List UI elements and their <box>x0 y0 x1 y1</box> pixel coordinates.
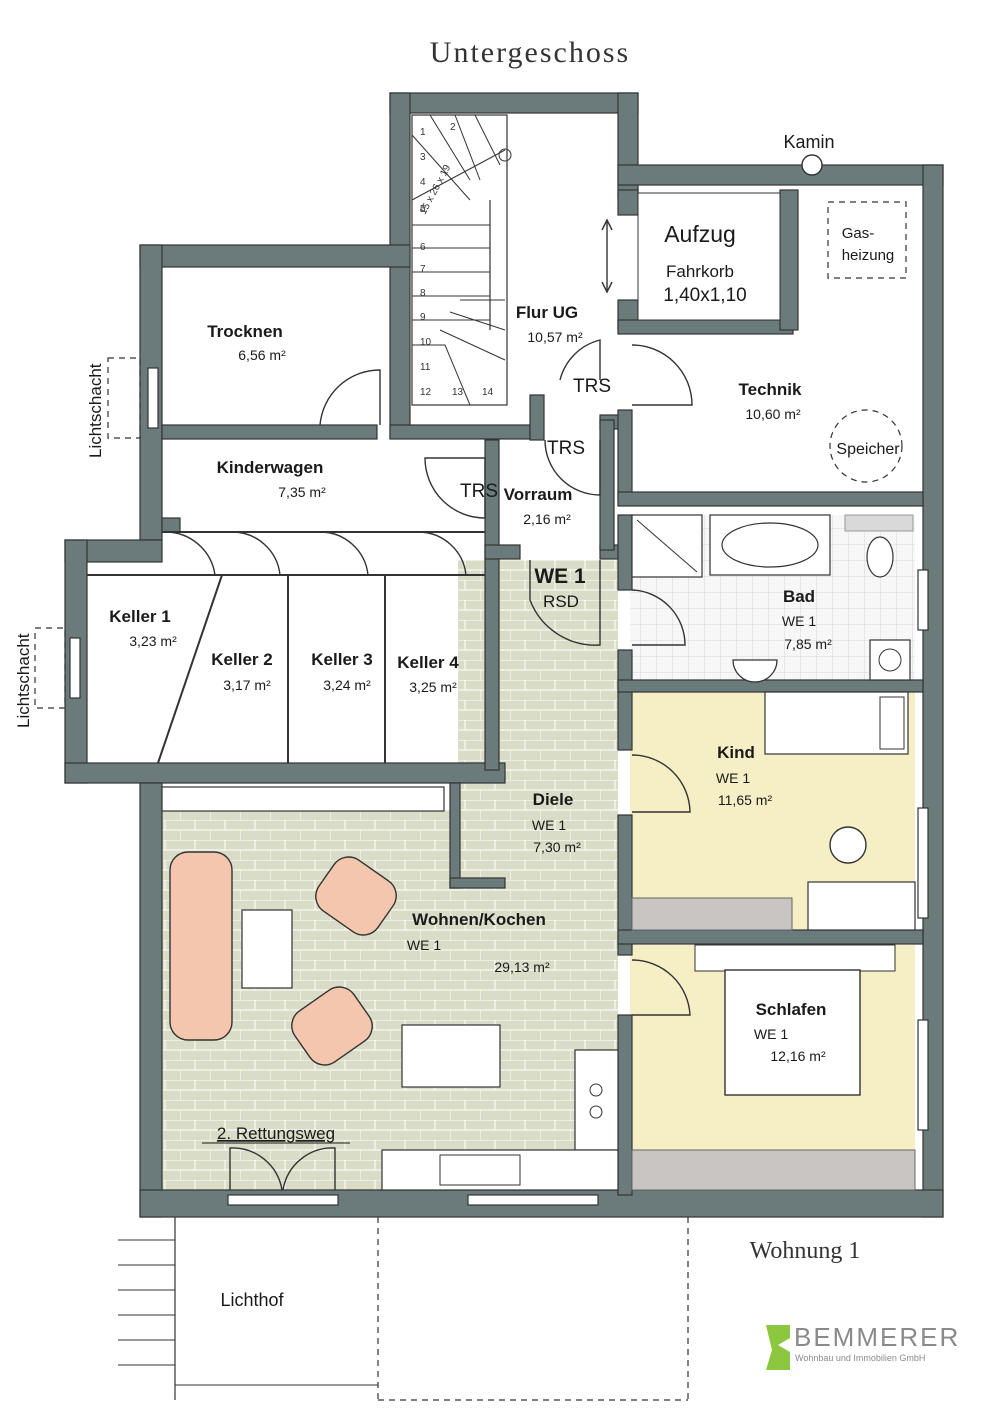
room-diele-name: Diele <box>533 790 574 809</box>
room-technik-name: Technik <box>739 380 803 399</box>
room-keller2-area: 3,17 m² <box>223 677 271 693</box>
room-kind-unit: WE 1 <box>716 770 750 786</box>
room-aufzug-line1: Fahrkorb <box>666 262 734 281</box>
stair-step-2: 2 <box>450 122 456 133</box>
room-kind-area: 11,65 m² <box>718 792 773 808</box>
lichtschacht-label-top: Lichtschacht <box>86 363 105 458</box>
room-vorraum-area: 2,16 m² <box>523 511 571 527</box>
window-living-1 <box>227 1194 339 1206</box>
room-schlafen-unit: WE 1 <box>754 1026 788 1042</box>
room-diele-unit: WE 1 <box>532 817 566 833</box>
trs-label-1: TRS <box>573 376 611 397</box>
living-floor <box>160 810 618 1190</box>
window-living-2 <box>467 1194 599 1206</box>
trs-label-2: TRS <box>547 438 585 459</box>
schlafen-furniture <box>631 944 916 1191</box>
storage-tank <box>829 409 903 483</box>
bathroom-fixtures <box>631 514 914 683</box>
stair-step-10: 10 <box>420 337 432 348</box>
chimney <box>801 154 823 176</box>
rettungsweg-label: 2. Rettungsweg <box>217 1124 335 1143</box>
trs-label-3: TRS <box>460 481 498 502</box>
room-wohnen-area: 29,13 m² <box>494 959 550 975</box>
room-labels: Trocknen 6,56 m² Kinderwagen 7,35 m² Kel… <box>109 221 832 1064</box>
lichtschacht-label-bottom: Lichtschacht <box>14 633 33 728</box>
room-aufzug-name: Aufzug <box>664 221 736 247</box>
entrance-unit-label: WE 1 <box>534 565 586 588</box>
doors <box>164 339 693 1016</box>
stair-step-5: 5 <box>420 204 426 215</box>
window-trocknen <box>147 367 159 429</box>
room-keller4-area: 3,25 m² <box>409 679 457 695</box>
light-well-top <box>107 357 141 439</box>
room-keller2-name: Keller 2 <box>211 650 272 669</box>
room-kinderwagen-name: Kinderwagen <box>217 458 324 477</box>
room-flur-area: 10,57 m² <box>527 329 583 345</box>
room-schlafen-area: 12,16 m² <box>770 1048 826 1064</box>
misc-labels: Kamin Gas- heizung Speicher Lichtschacht… <box>14 132 900 1310</box>
window-schlafen <box>917 1019 929 1131</box>
room-flur-name: Flur UG <box>516 303 578 322</box>
window-keller <box>69 637 81 699</box>
lichthof-label: Lichthof <box>220 1290 284 1310</box>
room-kind-name: Kind <box>717 743 755 762</box>
room-trocknen-name: Trocknen <box>207 322 283 341</box>
stair-step-14: 14 <box>482 387 494 398</box>
living-furniture <box>161 786 619 1191</box>
stair-step-7: 7 <box>420 264 426 275</box>
brand-logo: BEMMERER Wohnbau und Immobilien GmbH <box>766 1322 960 1370</box>
plan-title: Untergeschoss <box>430 36 630 69</box>
room-bad-area: 7,85 m² <box>784 636 832 652</box>
brand-tagline: Wohnbau und Immobilien GmbH <box>795 1353 925 1363</box>
room-bad-name: Bad <box>783 587 815 606</box>
unit-caption: Wohnung 1 <box>750 1238 861 1264</box>
gas-heater <box>827 201 907 279</box>
room-keller1-name: Keller 1 <box>109 607 170 626</box>
room-schlafen-name: Schlafen <box>756 1000 827 1019</box>
window-kind <box>917 807 929 919</box>
room-keller4-name: Keller 4 <box>397 653 459 672</box>
room-vorraum-name: Vorraum <box>504 485 573 504</box>
window-bad <box>917 569 929 631</box>
brand-name: BEMMERER <box>794 1322 960 1352</box>
gas-label-1: Gas- <box>842 225 875 242</box>
room-trocknen-area: 6,56 m² <box>238 347 286 363</box>
room-diele-area: 7,30 m² <box>533 839 581 855</box>
stair-step-11: 11 <box>420 362 431 373</box>
room-bad-unit: WE 1 <box>782 613 816 629</box>
stair-step-4: 4 <box>420 177 426 188</box>
room-aufzug-line2: 1,40x1,10 <box>663 285 746 306</box>
stair-step-1: 1 <box>420 127 426 138</box>
gas-label-2: heizung <box>842 247 895 264</box>
kamin-label: Kamin <box>783 132 834 152</box>
lichthof <box>118 1217 689 1401</box>
stair-step-12: 12 <box>420 387 432 398</box>
room-technik-area: 10,60 m² <box>745 406 801 422</box>
room-keller3-area: 3,24 m² <box>323 677 371 693</box>
kind-furniture <box>631 691 916 931</box>
stair-step-13: 13 <box>452 387 464 398</box>
stair-step-6: 6 <box>420 242 426 253</box>
light-well-bottom <box>34 627 66 709</box>
speicher-label: Speicher <box>836 441 900 458</box>
stair-step-8: 8 <box>420 288 426 299</box>
room-keller1-area: 3,23 m² <box>129 633 177 649</box>
staircase: 1 2 3 4 5 6 7 8 9 10 11 12 13 14 15 x 26… <box>411 114 512 406</box>
room-wohnen-unit: WE 1 <box>407 937 441 953</box>
room-keller3-name: Keller 3 <box>311 650 372 669</box>
stair-step-9: 9 <box>420 312 426 323</box>
elevator <box>601 192 781 321</box>
room-wohnen-name: Wohnen/Kochen <box>412 910 546 929</box>
room-kinderwagen-area: 7,35 m² <box>278 484 326 500</box>
stair-step-3: 3 <box>420 152 426 163</box>
entrance-door-label: RSD <box>543 592 579 611</box>
